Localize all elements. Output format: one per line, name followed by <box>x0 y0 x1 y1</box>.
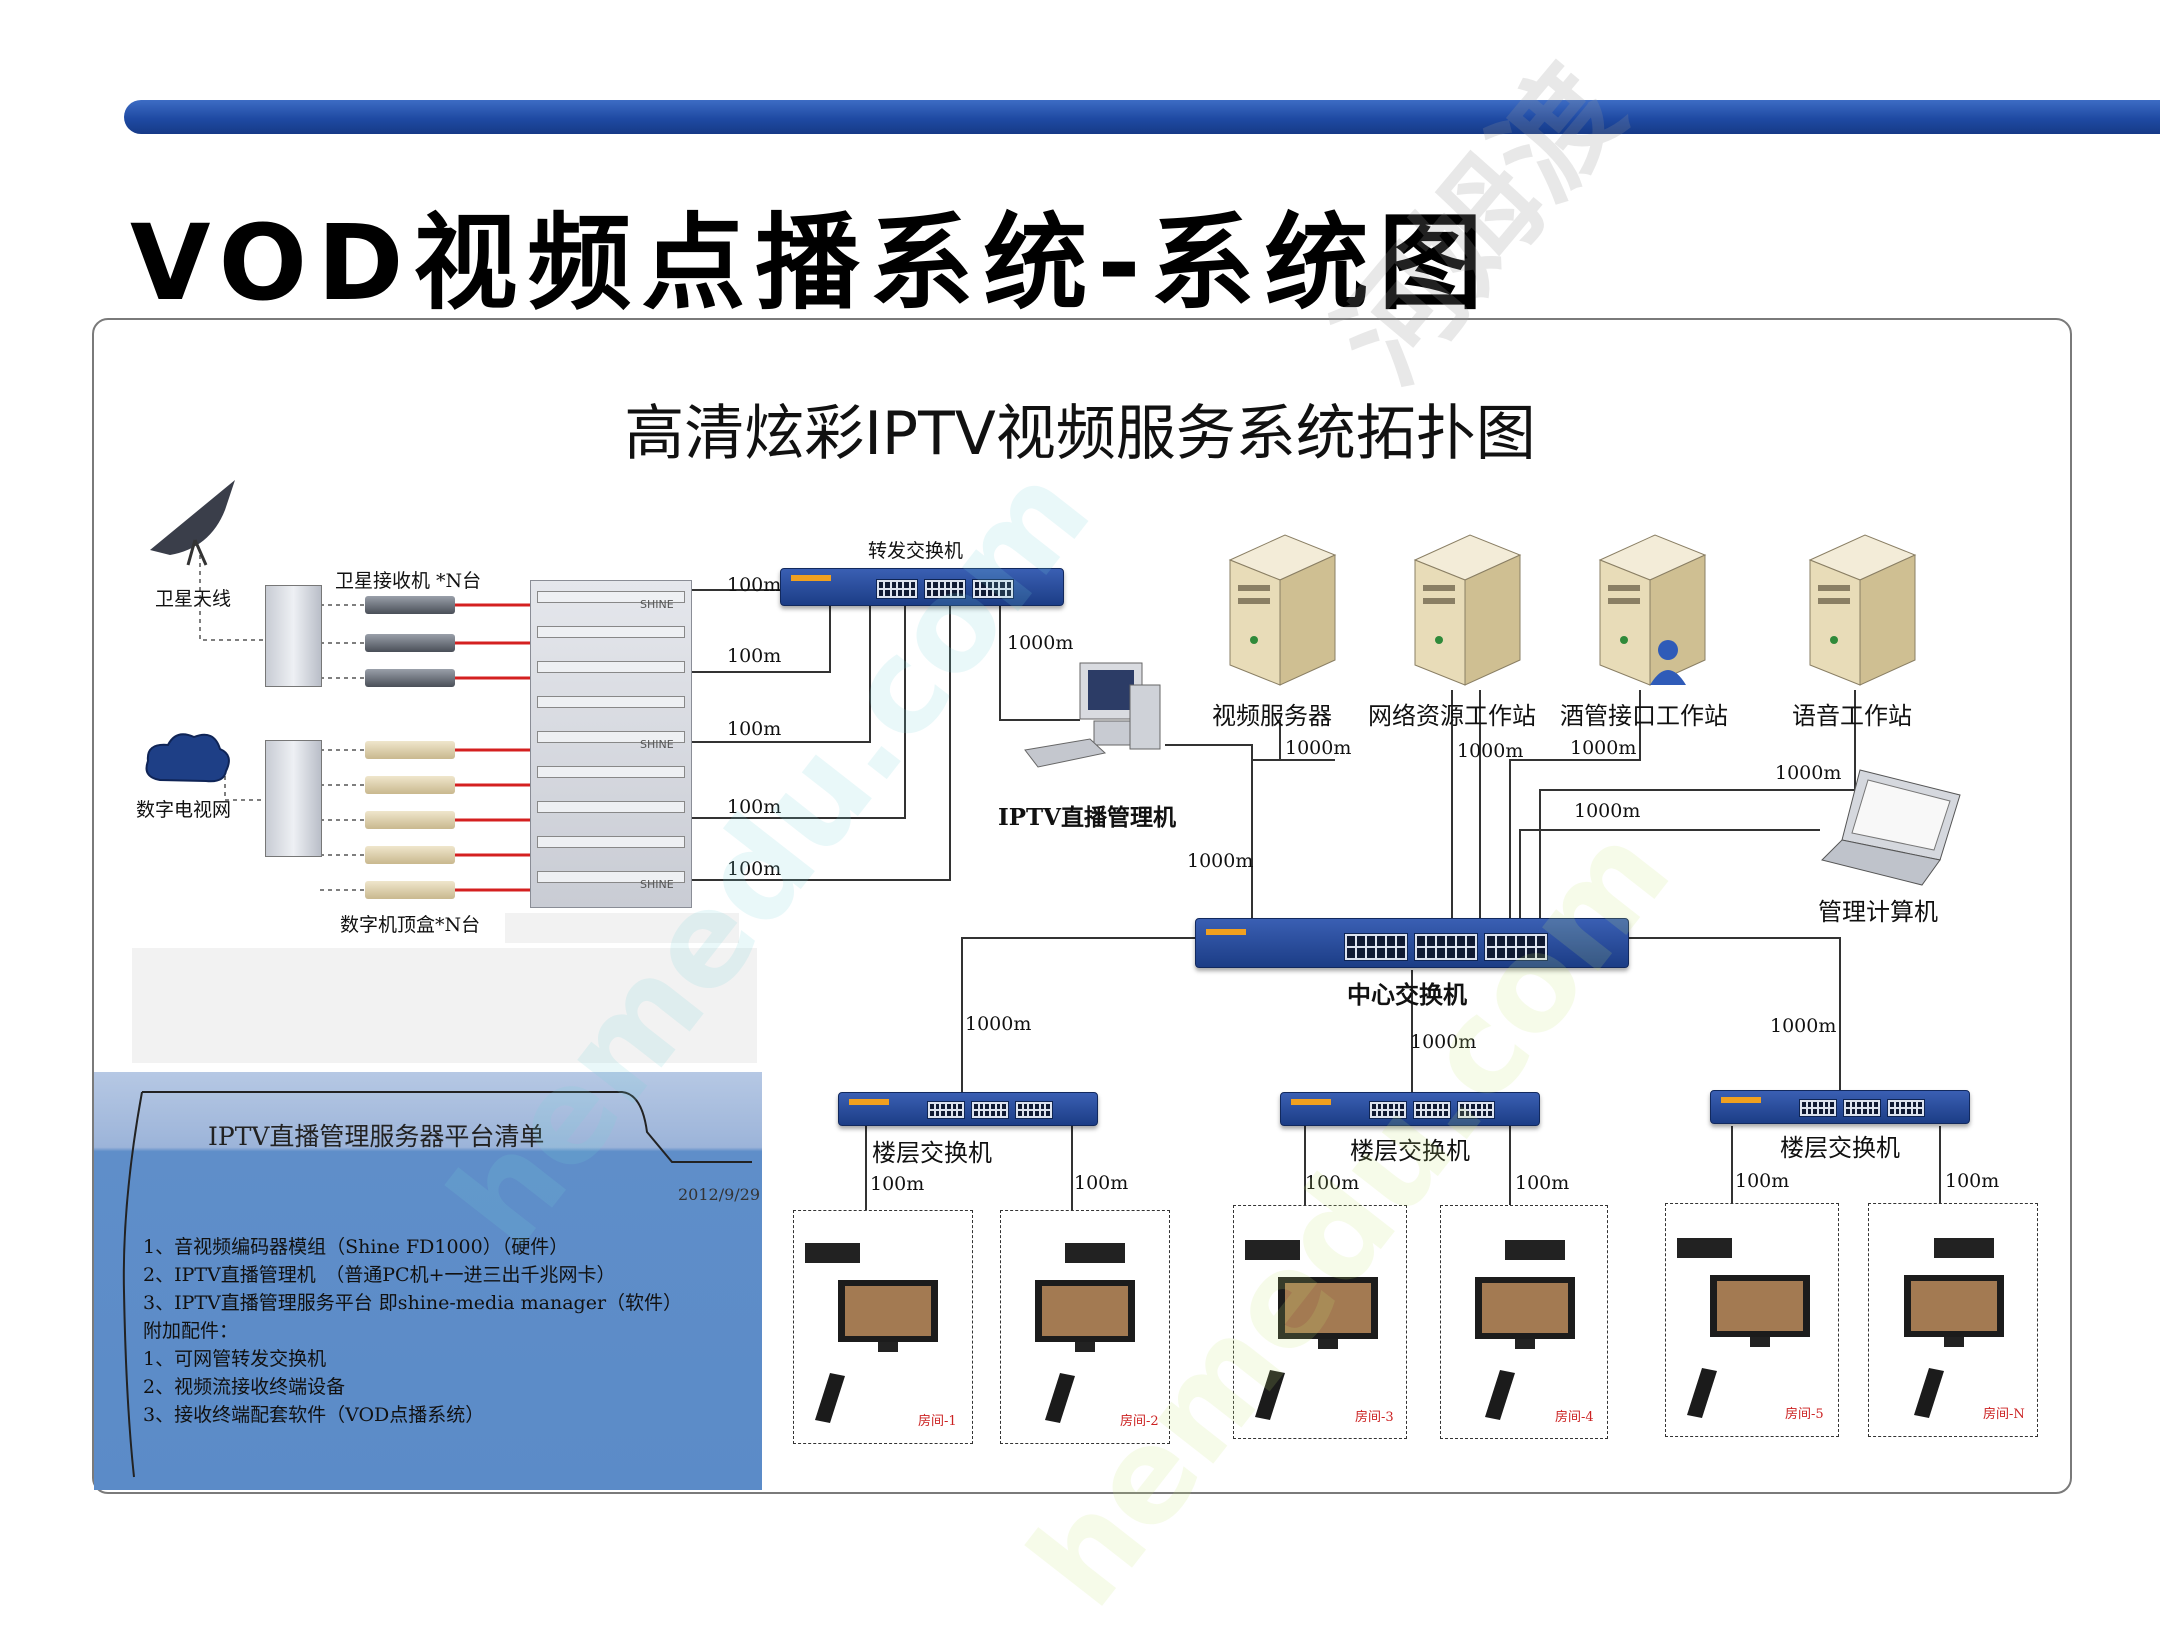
platform-list-line: 附加配件： <box>143 1320 239 1342</box>
link-speed-label: 100m <box>1515 1172 1570 1194</box>
encoder-rack <box>530 580 692 908</box>
satellite-antenna-label: 卫星天线 <box>155 588 232 610</box>
hotel-interface-server-icon <box>1598 534 1707 686</box>
tv-icon <box>1677 1238 1810 1418</box>
tv-icon <box>1475 1240 1575 1420</box>
desktop-computer-icon <box>1024 662 1161 768</box>
diagram-title: 高清炫彩IPTV视频服务系统拓扑图 <box>624 399 1536 469</box>
floor-switch-label: 楼层交换机 <box>1780 1134 1900 1162</box>
platform-list-line: 2、IPTV直播管理机 （普通PC机+一进三出千兆网卡） <box>143 1264 616 1286</box>
floor-switch-label: 楼层交换机 <box>1350 1137 1470 1165</box>
link-speed-label: 100m <box>870 1173 925 1195</box>
scroll-outline <box>122 1091 752 1478</box>
platform-list-line: 1、音视频编码器模组（Shine FD1000）（硬件） <box>143 1236 569 1258</box>
platform-list-panel <box>94 1072 762 1490</box>
splitter-2 <box>265 740 322 857</box>
set-top-box <box>365 776 455 794</box>
platform-list-line: 3、IPTV直播管理服务平台 即shine-media manager（软件） <box>143 1292 683 1314</box>
link-speed-label: 1000m <box>1775 762 1842 784</box>
tv-icon <box>805 1243 938 1423</box>
forward-switch-label: 转发交换机 <box>868 540 964 562</box>
management-computer-label: 管理计算机 <box>1818 898 1938 926</box>
platform-list-line: 1、可网管转发交换机 <box>143 1348 327 1370</box>
tv-icon <box>1245 1240 1378 1420</box>
cloud-icon <box>145 733 230 783</box>
platform-list-line: 2、视频流接收终端设备 <box>143 1376 346 1398</box>
blank-area <box>132 948 757 1063</box>
satellite-receiver-label: 卫星接收机 *N台 <box>335 570 482 592</box>
hotel-interface-station-label: 酒管接口工作站 <box>1560 702 1728 730</box>
satellite-receiver <box>365 634 455 652</box>
satellite-dish-icon <box>150 480 235 566</box>
link-speed-label: 100m <box>727 858 782 880</box>
link-speed-label: 100m <box>727 796 782 818</box>
link-speed-label: 1000m <box>1770 1015 1837 1037</box>
link-speed-label: 1000m <box>1410 1031 1477 1053</box>
set-top-box <box>365 811 455 829</box>
room-label: 房间-5 <box>1785 1407 1824 1422</box>
room-label: 房间-1 <box>918 1414 957 1429</box>
network-resource-server-icon <box>1413 534 1522 686</box>
link-speed-label: 1000m <box>1457 740 1524 762</box>
floor-switch-1 <box>838 1092 1098 1126</box>
link-speed-label: 100m <box>1945 1170 2000 1192</box>
set-top-box <box>365 846 455 864</box>
central-switch <box>1195 918 1629 968</box>
encoder-brand: SHINE <box>640 738 674 751</box>
link-speed-label: 1000m <box>1007 632 1074 654</box>
link-speed-label: 1000m <box>1285 737 1352 759</box>
floor-switch-2 <box>1280 1092 1540 1126</box>
link-speed-label: 1000m <box>1187 850 1254 872</box>
tv-icon <box>1904 1238 2004 1418</box>
splitter-1 <box>265 585 322 687</box>
platform-list-title: IPTV直播管理服务器平台清单 <box>208 1122 545 1151</box>
laptop-icon <box>1821 769 1961 886</box>
link-speed-label: 1000m <box>1570 737 1637 759</box>
link-speed-label: 100m <box>727 645 782 667</box>
link-speed-label: 100m <box>1074 1172 1129 1194</box>
voice-station-label: 语音工作站 <box>1792 702 1912 730</box>
encoder-brand: SHINE <box>640 878 674 891</box>
set-top-box <box>365 741 455 759</box>
link-speed-label: 100m <box>727 574 782 596</box>
set-top-box <box>365 881 455 899</box>
platform-list-line: 3、接收终端配套软件（VOD点播系统） <box>143 1404 485 1426</box>
link-speed-label: 1000m <box>1574 800 1641 822</box>
network-resource-station-label: 网络资源工作站 <box>1368 702 1536 730</box>
set-top-box-label: 数字机顶盒*N台 <box>340 914 481 936</box>
room-label: 房间-4 <box>1555 1410 1594 1425</box>
digital-tv-network-label: 数字电视网 <box>136 799 232 821</box>
platform-list-date: 2012/9/29 <box>678 1185 761 1204</box>
video-server-icon <box>1228 534 1337 686</box>
tv-icon <box>1035 1243 1135 1423</box>
link-speed-label: 100m <box>1305 1172 1360 1194</box>
floor-switch-3 <box>1710 1090 1970 1124</box>
video-server-label: 视频服务器 <box>1212 702 1332 730</box>
forward-switch <box>780 568 1064 606</box>
satellite-receiver <box>365 669 455 687</box>
iptv-live-manager-label: IPTV直播管理机 <box>998 804 1177 831</box>
central-switch-label: 中心交换机 <box>1347 980 1467 1009</box>
floor-switch-label: 楼层交换机 <box>872 1139 992 1167</box>
blank-area <box>505 913 739 943</box>
link-speed-label: 1000m <box>965 1013 1032 1035</box>
satellite-receiver <box>365 596 455 614</box>
link-speed-label: 100m <box>727 718 782 740</box>
room-label: 房间-N <box>1983 1407 2025 1422</box>
voice-server-icon <box>1808 534 1917 686</box>
room-label: 房间-3 <box>1355 1410 1394 1425</box>
room-label: 房间-2 <box>1120 1414 1159 1429</box>
header-bar <box>124 100 2160 134</box>
encoder-brand: SHINE <box>640 598 674 611</box>
link-speed-label: 100m <box>1735 1170 1790 1192</box>
page-title: VOD视频点播系统-系统图 <box>130 202 1493 324</box>
